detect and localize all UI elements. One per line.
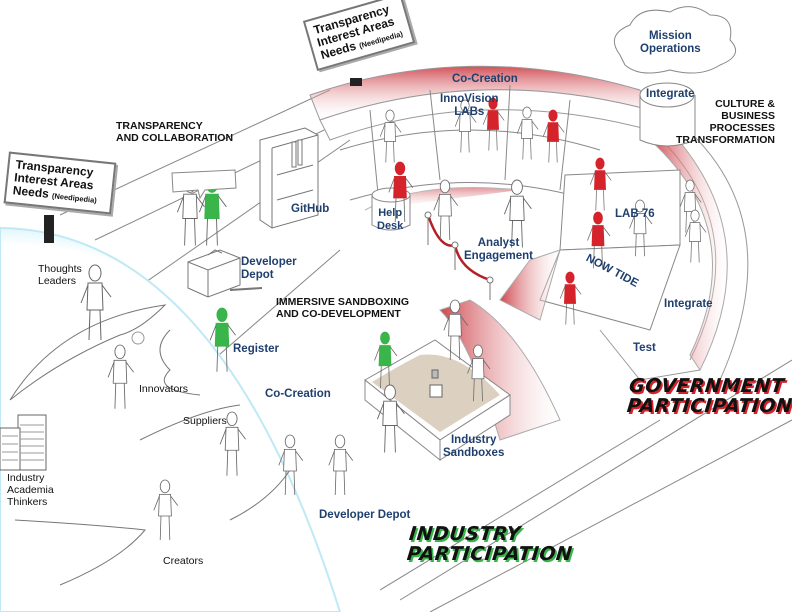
corridor-lines xyxy=(59,89,792,612)
toolbox-icon xyxy=(187,249,263,298)
lightbulb-icon xyxy=(131,331,145,345)
person-figure xyxy=(328,434,354,496)
label-integrate-right: Integrate xyxy=(664,298,713,310)
lab76-area xyxy=(439,169,681,441)
person-figure xyxy=(467,344,491,402)
label-github: GitHub xyxy=(291,203,330,215)
person-figure xyxy=(80,264,112,341)
label-test: Test xyxy=(633,342,656,354)
person-figure xyxy=(559,271,582,325)
label-creators: Creators xyxy=(163,555,204,567)
cloud-icon xyxy=(613,6,737,74)
person-figure xyxy=(454,99,477,153)
person-figure xyxy=(388,161,414,223)
label-lab76: LAB 76 xyxy=(615,208,655,220)
person-figure xyxy=(209,307,236,372)
person-figure xyxy=(684,209,707,263)
person-figure xyxy=(107,344,134,409)
world-globe xyxy=(0,226,342,612)
label-suppliers: Suppliers xyxy=(183,415,227,427)
person-figure xyxy=(376,384,405,453)
person-figure xyxy=(433,179,459,241)
person-figure xyxy=(589,157,612,211)
person-figure xyxy=(482,97,505,151)
person-figure xyxy=(219,411,246,476)
label-register: Register xyxy=(233,343,280,355)
label-co-creation-bottom: Co-Creation xyxy=(265,388,331,400)
person-figure xyxy=(443,299,469,361)
person-figure xyxy=(542,109,565,163)
label-developer-depot-bottom: Developer Depot xyxy=(319,509,411,521)
bookshelf-icon xyxy=(259,127,319,229)
person-figure xyxy=(278,434,304,496)
person-figure xyxy=(679,179,702,233)
person-figure xyxy=(587,211,611,269)
person-figure xyxy=(153,479,179,541)
sandbox xyxy=(364,339,511,462)
sign-posts xyxy=(44,78,362,243)
person-figure xyxy=(503,179,532,248)
speech-bubble xyxy=(171,169,237,200)
building-icon xyxy=(0,414,47,471)
person-figure xyxy=(379,109,402,163)
label-integrate-top: Integrate xyxy=(646,88,695,100)
person-figure xyxy=(374,331,398,389)
label-innovators: Innovators xyxy=(139,383,189,395)
integrate-cylinder xyxy=(639,82,696,147)
label-co-creation-top: Co-Creation xyxy=(452,73,518,85)
velvet-rope xyxy=(424,211,494,300)
person-figure xyxy=(516,106,539,160)
person-figure xyxy=(629,199,653,257)
